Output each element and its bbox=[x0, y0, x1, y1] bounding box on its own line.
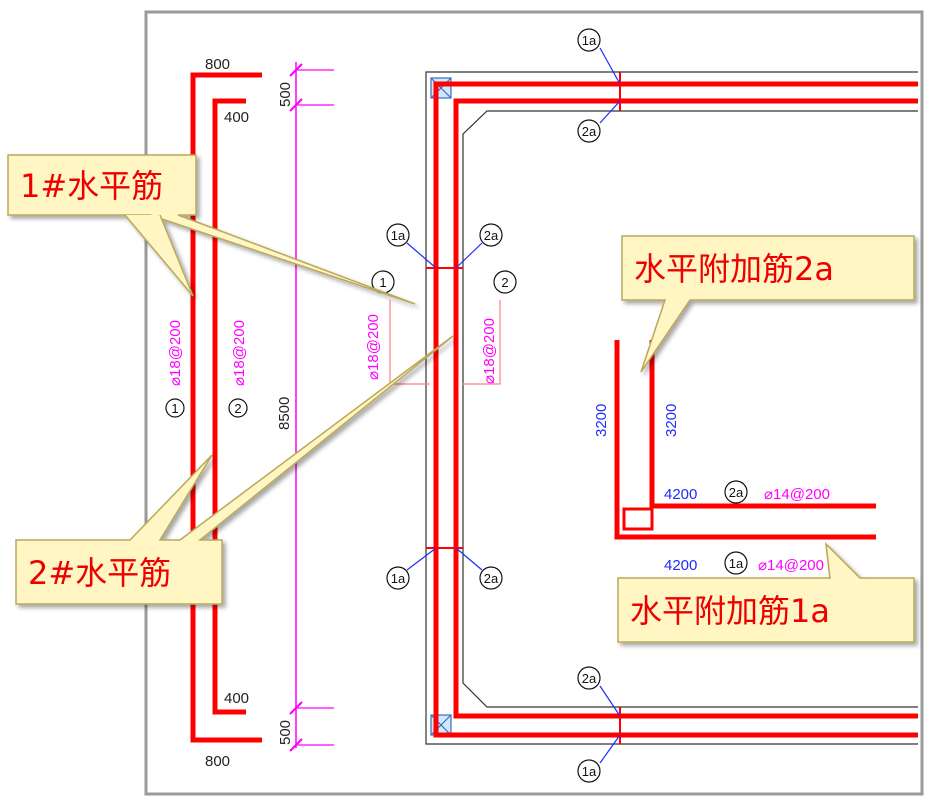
wall-spec-2: ⌀18@200 bbox=[481, 318, 498, 384]
drawing-frame bbox=[144, 10, 924, 796]
wall-spec-1: ⌀18@200 bbox=[365, 314, 382, 380]
callout-h2-text: 2#水平筋 bbox=[28, 554, 171, 592]
add-spec-1a: ⌀14@200 bbox=[758, 557, 824, 574]
marker-wall-1: 1 bbox=[379, 275, 386, 290]
left-bar-details: 800 400 400 800 1 ⌀18@200 2 ⌀18@200 bbox=[165, 56, 262, 770]
marker-bottom-2a: 2a bbox=[582, 671, 597, 686]
bar-2-marker: 2 bbox=[234, 401, 241, 416]
top-outer-length: 800 bbox=[205, 56, 230, 73]
marker-top-2a: 2a bbox=[582, 124, 597, 139]
marker-upper-2a: 2a bbox=[484, 228, 499, 243]
vertical-dimension: 500 8500 500 bbox=[276, 62, 334, 752]
bar-2-marker-circle bbox=[228, 398, 248, 418]
marker-bottom-1a: 1a bbox=[582, 764, 597, 779]
callout-h2: 2#水平筋 bbox=[15, 335, 454, 605]
callout-h1-text: 1#水平筋 bbox=[20, 167, 163, 205]
bottom-outer-length: 800 bbox=[205, 753, 230, 770]
bar-2-shape bbox=[212, 98, 246, 715]
top-inner-length: 400 bbox=[224, 109, 249, 126]
callout-add1a: 水平附加筋1a bbox=[617, 541, 915, 643]
add-vlen-right: 3200 bbox=[663, 404, 680, 437]
dim-top: 500 bbox=[277, 82, 294, 107]
add-len-1a: 4200 bbox=[664, 557, 697, 574]
add-spec-2a: ⌀14@200 bbox=[764, 486, 830, 503]
add-len-2a: 4200 bbox=[664, 486, 697, 503]
bar-2-spec: ⌀18@200 bbox=[231, 320, 248, 386]
bar-1-marker-circle bbox=[165, 398, 185, 418]
marker-upper-1a: 1a bbox=[391, 228, 406, 243]
add-marker-2a: 2a bbox=[729, 485, 744, 500]
marker-lower-2a: 2a bbox=[484, 571, 499, 586]
marker-wall-2: 2 bbox=[501, 275, 508, 290]
bar-1-marker: 1 bbox=[171, 401, 178, 416]
bottom-inner-length: 400 bbox=[224, 690, 249, 707]
callout-add2a-text: 水平附加筋2a bbox=[634, 250, 834, 288]
callout-add1a-text: 水平附加筋1a bbox=[630, 592, 830, 630]
callout-add2a: 水平附加筋2a bbox=[621, 235, 915, 373]
add-vlen-left: 3200 bbox=[593, 404, 610, 437]
marker-top-1a: 1a bbox=[582, 33, 597, 48]
add-marker-1a: 1a bbox=[729, 556, 744, 571]
callout-h1: 1#水平筋 bbox=[7, 154, 416, 305]
dim-bottom: 500 bbox=[277, 720, 294, 745]
additional-bars: 3200 3200 4200 2a ⌀14@200 4200 1a ⌀14@20… bbox=[593, 340, 876, 575]
bar-1-spec: ⌀18@200 bbox=[167, 320, 184, 386]
marker-lower-1a: 1a bbox=[391, 571, 406, 586]
dim-total: 8500 bbox=[276, 397, 293, 430]
bar-1-shape bbox=[190, 72, 262, 743]
